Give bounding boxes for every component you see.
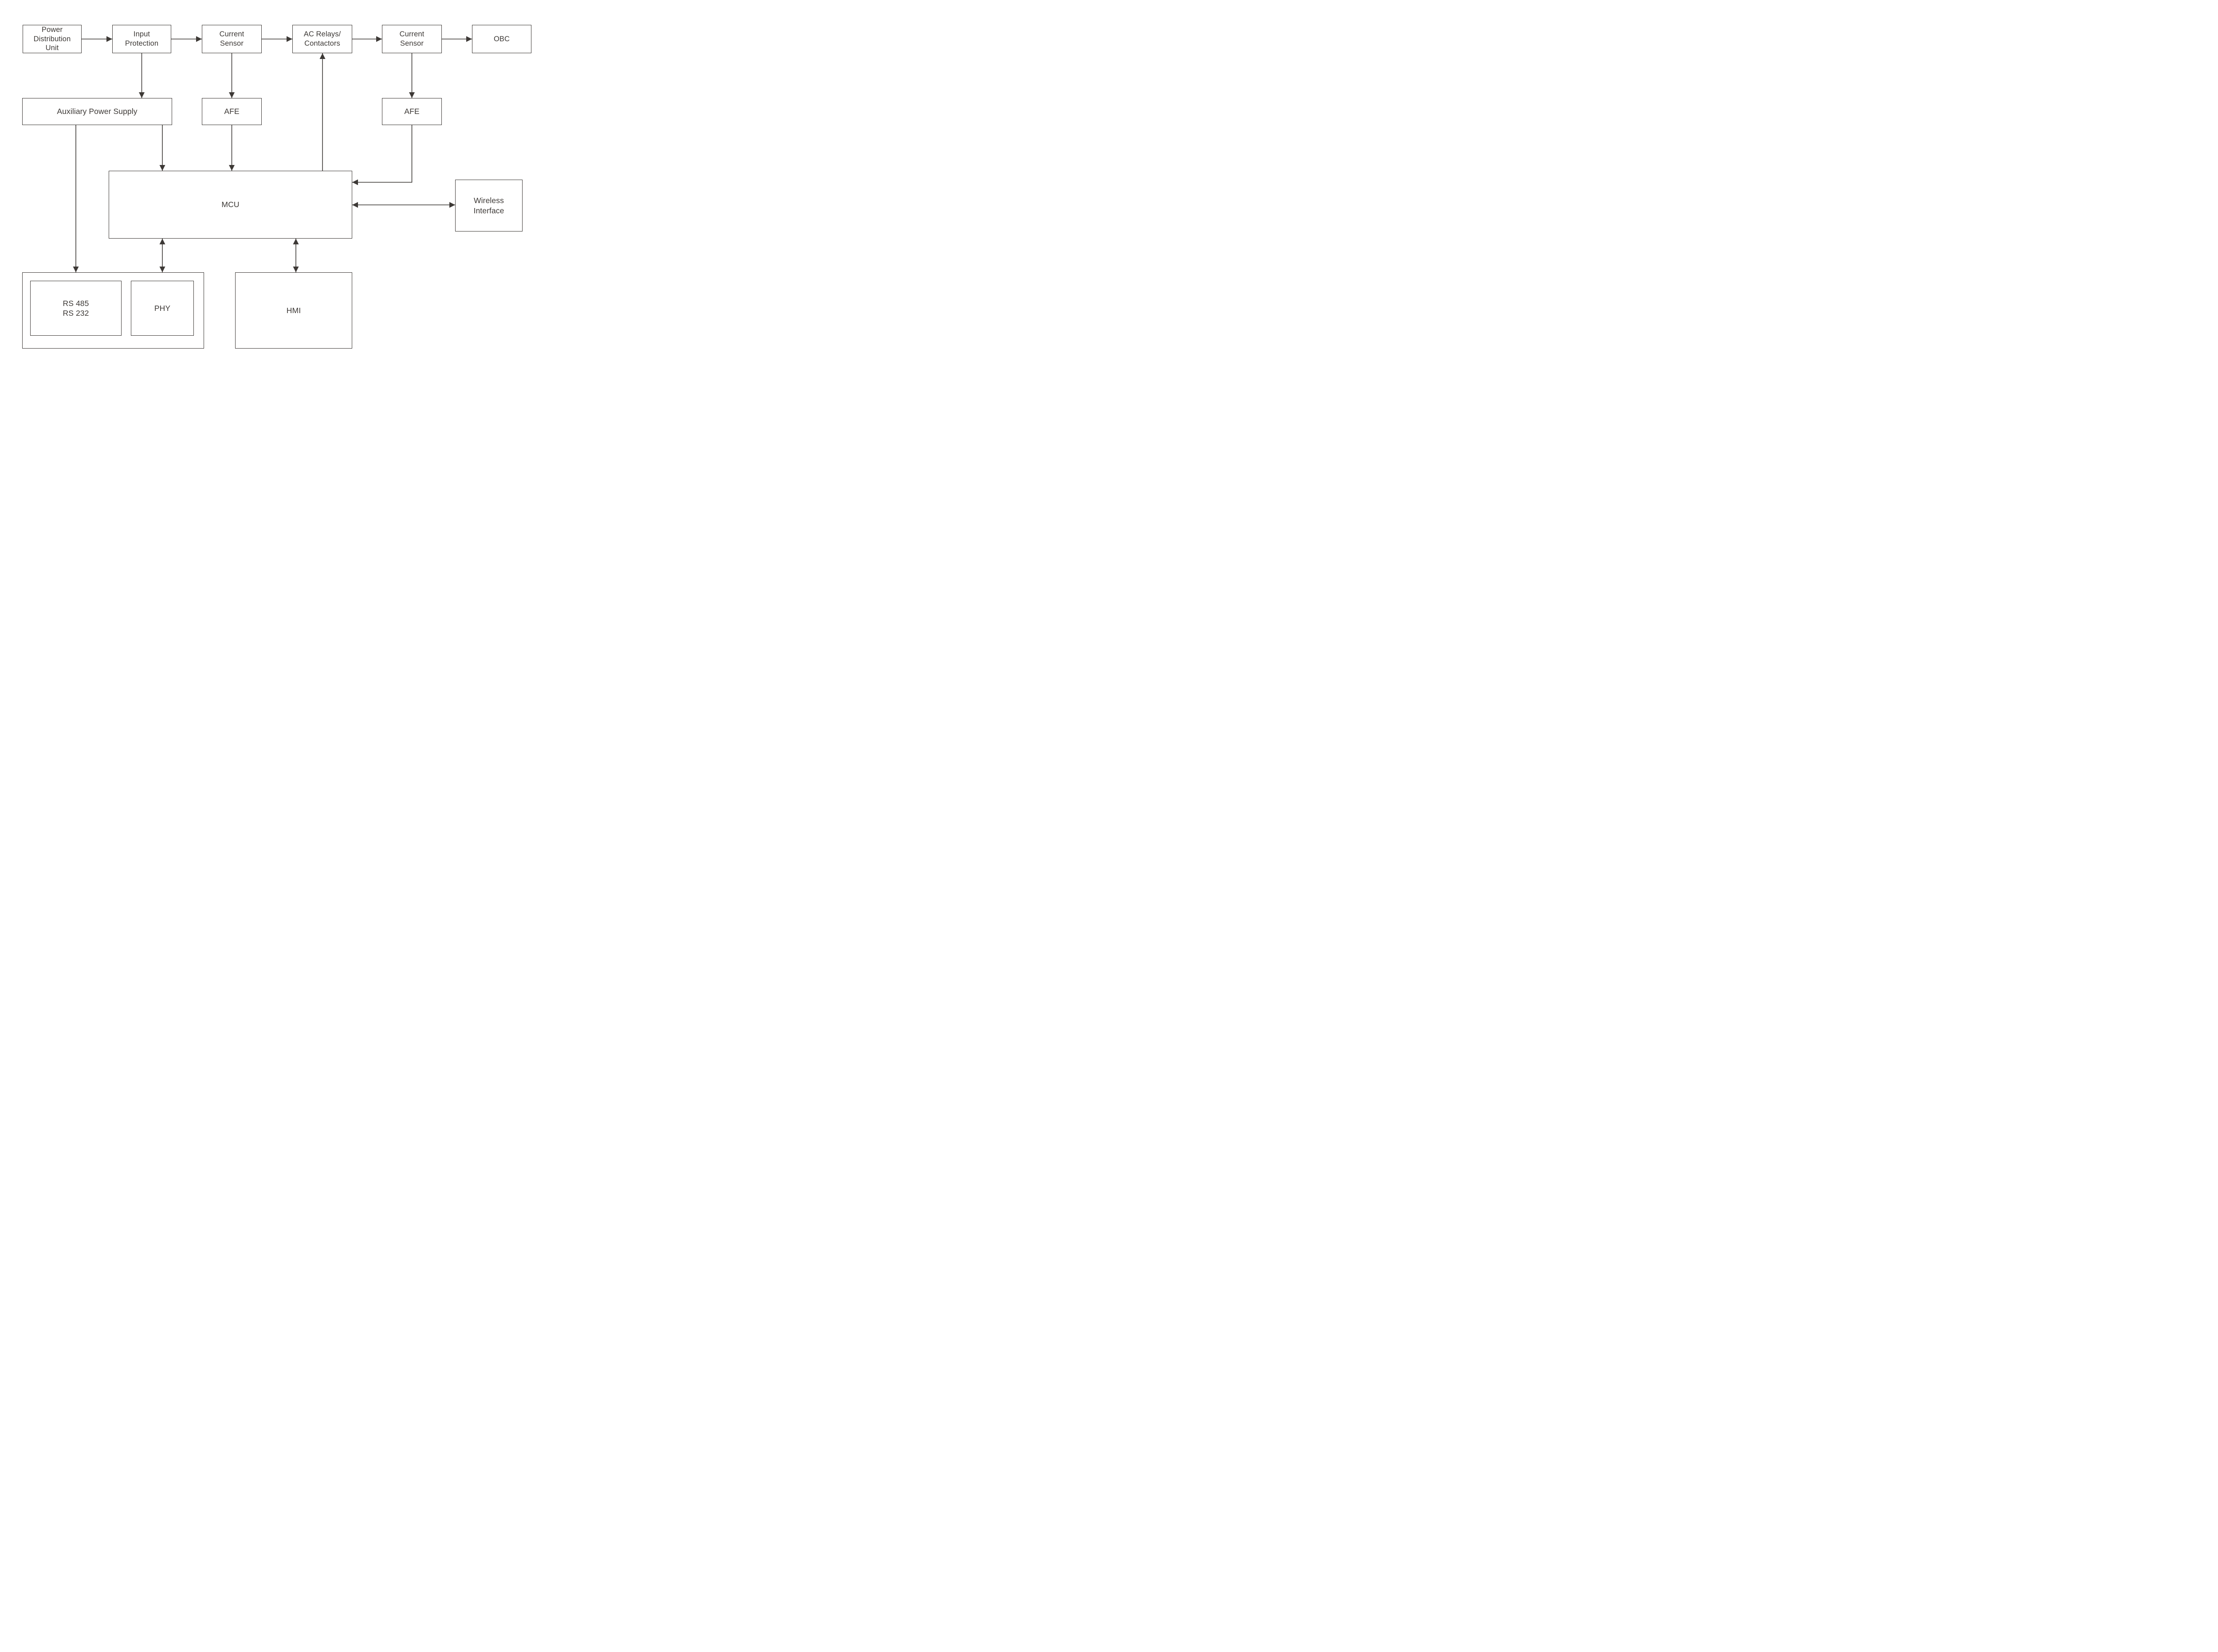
node-label: OBC bbox=[493, 35, 510, 43]
node-afe-2: AFE bbox=[382, 98, 442, 125]
connector-layer bbox=[73, 36, 472, 272]
node-label: Auxiliary Power Supply bbox=[57, 107, 138, 116]
node-input-protection: Input Protection bbox=[112, 25, 171, 53]
node-phy: PHY bbox=[131, 281, 194, 336]
node-label: HMI bbox=[286, 306, 301, 315]
node-label: Input Protection bbox=[125, 30, 159, 47]
arrow-afe-2-to-mcu bbox=[352, 125, 413, 185]
node-ac-relays-contactors: AC Relays/ Contactors bbox=[292, 25, 352, 53]
node-obc: OBC bbox=[472, 25, 531, 53]
node-wireless-interface: Wireless Interface bbox=[455, 180, 523, 232]
node-mcu: MCU bbox=[109, 171, 352, 239]
node-label: AC Relays/ Contactors bbox=[303, 30, 341, 47]
node-label: Current Sensor bbox=[399, 30, 425, 47]
node-hmi: HMI bbox=[235, 272, 352, 349]
node-label: MCU bbox=[221, 200, 240, 209]
block-diagram-canvas: Power Distribution Unit Input Protection… bbox=[0, 0, 554, 413]
node-afe-1: AFE bbox=[202, 98, 262, 125]
node-label: AFE bbox=[224, 107, 240, 116]
node-label: Current Sensor bbox=[219, 30, 244, 47]
node-label: PHY bbox=[154, 303, 171, 313]
node-auxiliary-power-supply: Auxiliary Power Supply bbox=[22, 98, 172, 125]
node-label: Wireless Interface bbox=[473, 196, 504, 215]
node-label: Power Distribution Unit bbox=[33, 26, 71, 52]
node-label: AFE bbox=[404, 107, 420, 116]
node-current-sensor-2: Current Sensor bbox=[382, 25, 442, 53]
node-rs485-rs232: RS 485 RS 232 bbox=[30, 281, 122, 336]
node-label: RS 485 RS 232 bbox=[63, 298, 89, 318]
node-current-sensor-1: Current Sensor bbox=[202, 25, 262, 53]
node-power-distribution-unit: Power Distribution Unit bbox=[23, 25, 82, 53]
